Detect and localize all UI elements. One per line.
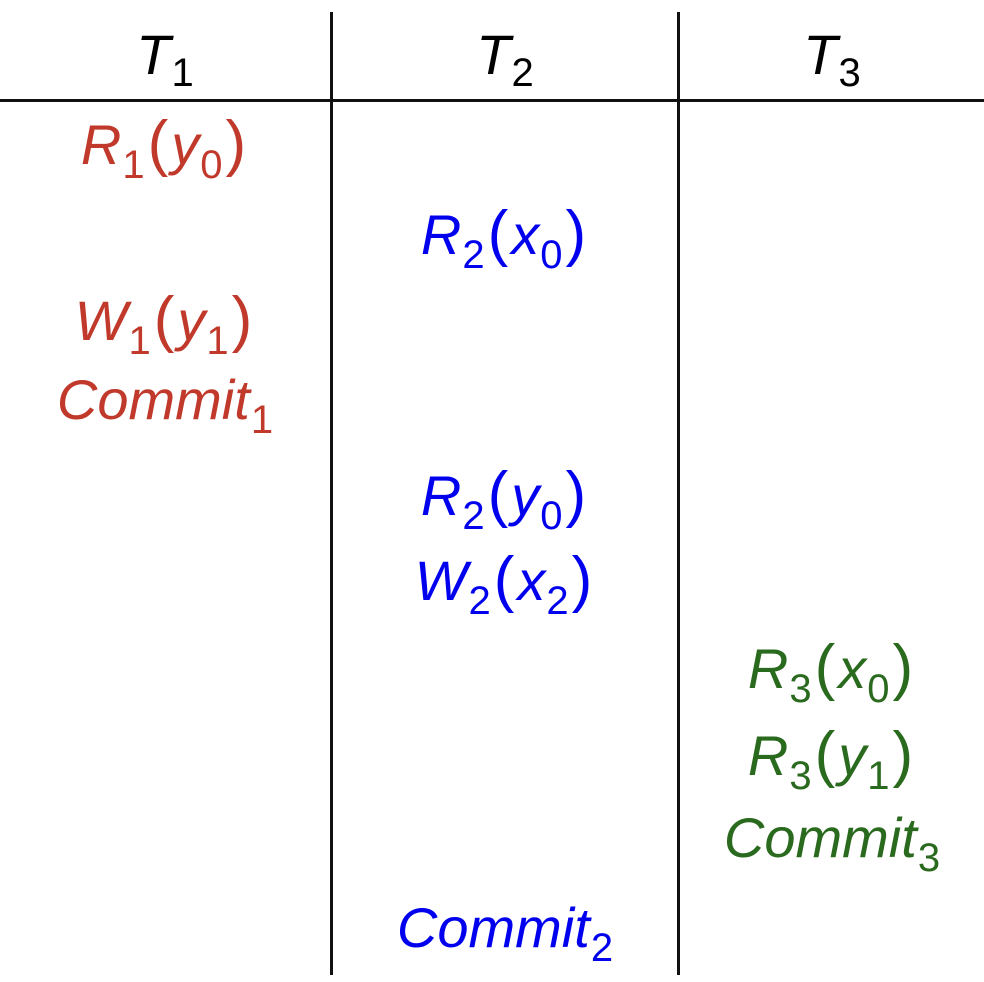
op-commit1: Commit1	[0, 360, 330, 442]
column-divider-1	[330, 12, 333, 975]
op-variable: y	[838, 724, 867, 787]
op-tx-subscript: 2	[468, 579, 491, 623]
op-w1-y1: W1(y1)	[0, 280, 330, 363]
header-letter: T	[803, 23, 838, 86]
commit-label: Commit	[396, 896, 590, 959]
op-letter: R	[420, 203, 462, 266]
paren-close: )	[231, 285, 253, 354]
op-r2-y0: R2(y0)	[333, 455, 677, 538]
column-header-t1: T1	[0, 12, 330, 98]
header-letter: T	[476, 23, 511, 86]
header-subscript: 1	[171, 51, 194, 95]
paren-close: )	[565, 460, 587, 529]
op-version-subscript: 0	[540, 233, 563, 277]
op-variable: x	[517, 549, 546, 612]
op-r1-y0: R1(y0)	[0, 104, 330, 187]
op-commit3: Commit3	[680, 798, 984, 880]
commit-label: Commit	[723, 806, 917, 869]
header-subscript: 3	[838, 51, 861, 95]
op-version-subscript: 1	[206, 319, 229, 363]
paren-close: )	[892, 633, 914, 702]
op-variable: x	[511, 203, 540, 266]
header-rule	[0, 99, 984, 102]
op-version-subscript: 0	[200, 143, 223, 187]
paren-open: (	[493, 545, 515, 614]
op-tx-subscript: 3	[917, 836, 941, 880]
op-version-subscript: 0	[540, 494, 563, 538]
op-letter: W	[74, 289, 128, 352]
op-tx-subscript: 1	[128, 319, 151, 363]
paren-close: )	[571, 545, 593, 614]
op-commit2: Commit2	[333, 888, 677, 970]
op-letter: R	[747, 637, 789, 700]
op-letter: R	[420, 464, 462, 527]
paren-open: (	[487, 460, 509, 529]
op-version-subscript: 0	[867, 667, 890, 711]
op-variable: y	[177, 289, 206, 352]
op-variable: y	[171, 113, 200, 176]
paren-close: )	[225, 109, 247, 178]
column-header-t3: T3	[680, 12, 984, 98]
op-tx-subscript: 2	[462, 233, 485, 277]
op-w2-x2: W2(x2)	[333, 540, 677, 623]
op-letter: R	[747, 724, 789, 787]
op-tx-subscript: 1	[122, 143, 145, 187]
paren-close: )	[565, 199, 587, 268]
op-tx-subscript: 3	[789, 667, 812, 711]
column-header-t2: T2	[333, 12, 677, 98]
commit-label: Commit	[56, 368, 250, 431]
op-r3-y1: R3(y1)	[680, 715, 984, 798]
paren-open: (	[147, 109, 169, 178]
paren-open: (	[153, 285, 175, 354]
op-variable: y	[511, 464, 540, 527]
header-subscript: 2	[511, 51, 534, 95]
op-r2-x0: R2(x0)	[333, 194, 677, 277]
op-letter: R	[80, 113, 122, 176]
op-tx-subscript: 1	[250, 398, 274, 442]
header-letter: T	[136, 23, 171, 86]
paren-open: (	[814, 633, 836, 702]
paren-open: (	[487, 199, 509, 268]
op-letter: W	[414, 549, 468, 612]
op-tx-subscript: 3	[789, 754, 812, 798]
op-r3-x0: R3(x0)	[680, 628, 984, 711]
op-version-subscript: 1	[867, 754, 890, 798]
op-version-subscript: 2	[546, 579, 569, 623]
paren-close: )	[892, 720, 914, 789]
op-variable: x	[838, 637, 867, 700]
column-divider-2	[677, 12, 680, 975]
op-tx-subscript: 2	[462, 494, 485, 538]
paren-open: (	[814, 720, 836, 789]
op-tx-subscript: 2	[590, 926, 614, 970]
